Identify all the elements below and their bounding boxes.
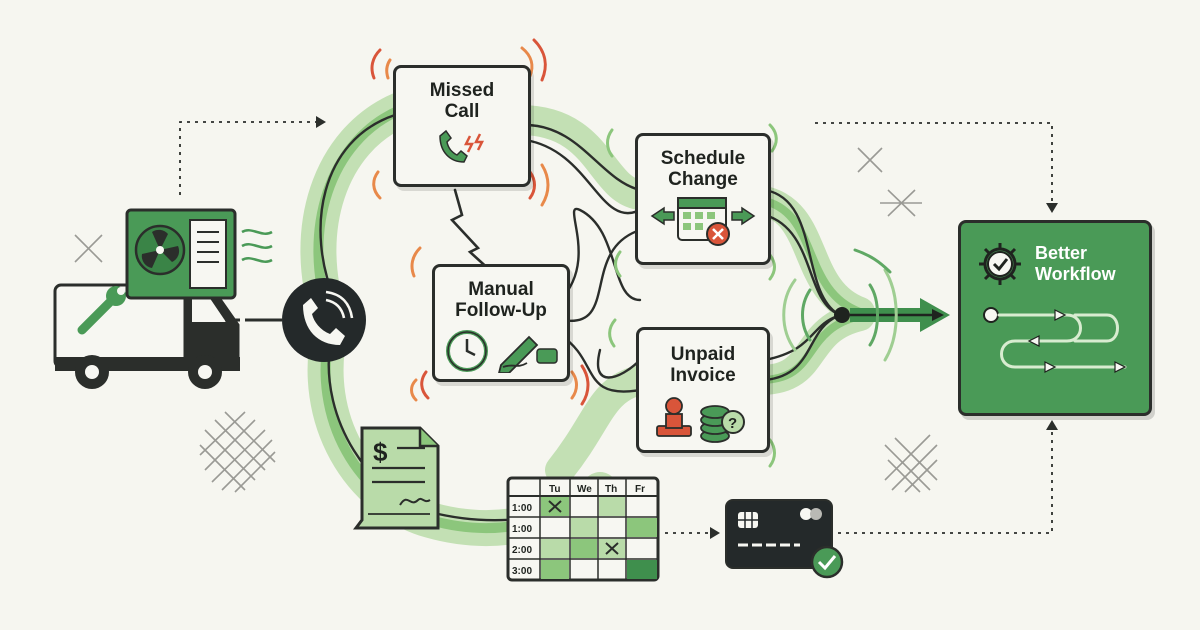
card-title: Schedule Change [660, 148, 746, 190]
card-unpaid-invoice: Unpaid Invoice ? [636, 327, 770, 453]
gear-check-icon [979, 243, 1021, 285]
phone-circle [225, 278, 366, 362]
x-mark [880, 189, 922, 217]
check-icon [810, 545, 844, 579]
card-schedule-change: Schedule Change [635, 133, 771, 265]
merge-sound-waves [782, 248, 898, 362]
fan-icon [141, 229, 180, 268]
phone-icon [303, 290, 354, 345]
calendar-time: 3:00 [512, 566, 532, 577]
merge-dot [834, 307, 850, 323]
calendar-time-labels: 1:00 1:00 2:00 3:00 [512, 503, 532, 577]
x-mark [857, 147, 883, 173]
connector-card-to-result [838, 428, 1053, 534]
connector-arrowheads [316, 116, 1058, 539]
calendar-time: 1:00 [512, 503, 532, 514]
calendar-day-headers: Tu We Th Fr [549, 484, 645, 495]
calendar-day: Fr [635, 484, 645, 495]
band-to-invoice [545, 365, 655, 485]
missed-call-icon [439, 129, 485, 163]
better-workflow-panel: Better Workflow [958, 220, 1152, 416]
streamlined-flow-icon [983, 307, 1127, 373]
band-to-schedule [505, 105, 655, 210]
card-title: Missed Call [429, 80, 495, 122]
calendar-x-marks [548, 500, 619, 555]
invoice-document [353, 426, 440, 530]
alert-ripples [370, 38, 778, 468]
card-title: Manual Follow-Up [455, 279, 547, 321]
card-title: Unpaid Invoice [670, 344, 736, 386]
clock-pen-icon [446, 330, 558, 373]
tangled-lines [319, 113, 840, 522]
stamp-coins-icon: ? [656, 397, 745, 443]
better-workflow-title: Better Workflow [1035, 243, 1116, 284]
svg-text:?: ? [728, 415, 737, 432]
calendar-change-icon [650, 197, 756, 246]
calendar-time: 2:00 [512, 545, 532, 556]
hatch-left [199, 411, 276, 493]
calendar-day: Tu [549, 484, 560, 495]
ac-unit [125, 208, 237, 300]
x-mark [74, 234, 103, 263]
credit-card [725, 499, 844, 579]
calendar-day: We [577, 484, 592, 495]
calendar-grid [506, 476, 660, 582]
connector-van-to-missed [179, 121, 318, 195]
dollar-sign: $ [373, 437, 388, 467]
calendar-day: Th [605, 484, 617, 495]
ac-airflow [241, 229, 273, 263]
decorations [74, 147, 938, 493]
wrench-icon [77, 286, 126, 335]
connector-top-to-result [815, 122, 1053, 205]
hatch-right [884, 434, 938, 493]
merge-arrow [834, 298, 950, 332]
service-van [53, 283, 240, 389]
card-manual-followup: Manual Follow-Up [432, 264, 570, 382]
card-missed-call: Missed Call [393, 65, 531, 187]
calendar-time: 1:00 [512, 524, 532, 535]
dotted-connectors [179, 121, 1053, 534]
